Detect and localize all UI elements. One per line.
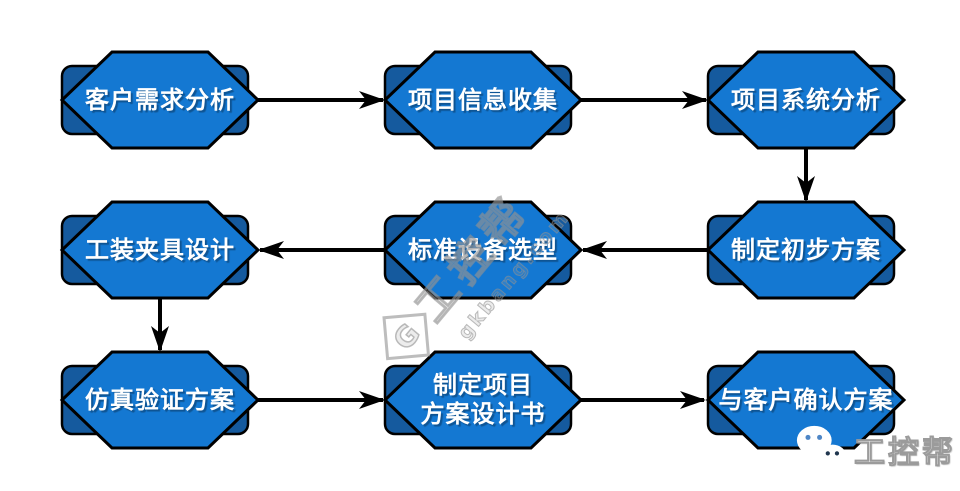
brand-logo: 工控帮 xyxy=(794,424,956,474)
node-label: 与客户确认方案 xyxy=(718,385,894,414)
hexagon-shape xyxy=(382,200,584,300)
flow-node-project-design-document: 制定项目 方案设计书 xyxy=(378,345,588,455)
hexagon-shape xyxy=(705,200,907,300)
node-label: 项目系统分析 xyxy=(731,85,881,114)
flow-node-confirm-plan-with-customer: 与客户确认方案 xyxy=(701,345,911,455)
hexagon-shape xyxy=(382,50,584,150)
hexagon-shape xyxy=(705,350,907,450)
flow-node-customer-requirement-analysis: 客户需求分析 xyxy=(55,45,265,155)
node-label: 工装夹具设计 xyxy=(85,235,235,264)
hexagon-shape xyxy=(382,350,584,450)
flow-node-standard-equipment-selection: 标准设备选型 xyxy=(378,195,588,305)
node-label: 项目信息收集 xyxy=(408,85,558,114)
flow-node-preliminary-plan: 制定初步方案 xyxy=(701,195,911,305)
hexagon-shape xyxy=(59,350,261,450)
hexagon-shape xyxy=(59,50,261,150)
wechat-icon xyxy=(796,425,847,473)
flow-node-project-info-collection: 项目信息收集 xyxy=(378,45,588,155)
node-label: 制定项目 方案设计书 xyxy=(420,371,546,428)
node-label: 制定初步方案 xyxy=(731,235,881,264)
node-label: 客户需求分析 xyxy=(85,85,235,114)
flow-node-simulation-verification: 仿真验证方案 xyxy=(55,345,265,455)
flow-node-project-system-analysis: 项目系统分析 xyxy=(701,45,911,155)
node-label: 仿真验证方案 xyxy=(85,385,235,414)
hexagon-shape xyxy=(705,50,907,150)
flow-node-fixture-design: 工装夹具设计 xyxy=(55,195,265,305)
hexagon-shape xyxy=(59,200,261,300)
brand-name: 工控帮 xyxy=(854,434,956,471)
node-label: 标准设备选型 xyxy=(408,235,558,264)
